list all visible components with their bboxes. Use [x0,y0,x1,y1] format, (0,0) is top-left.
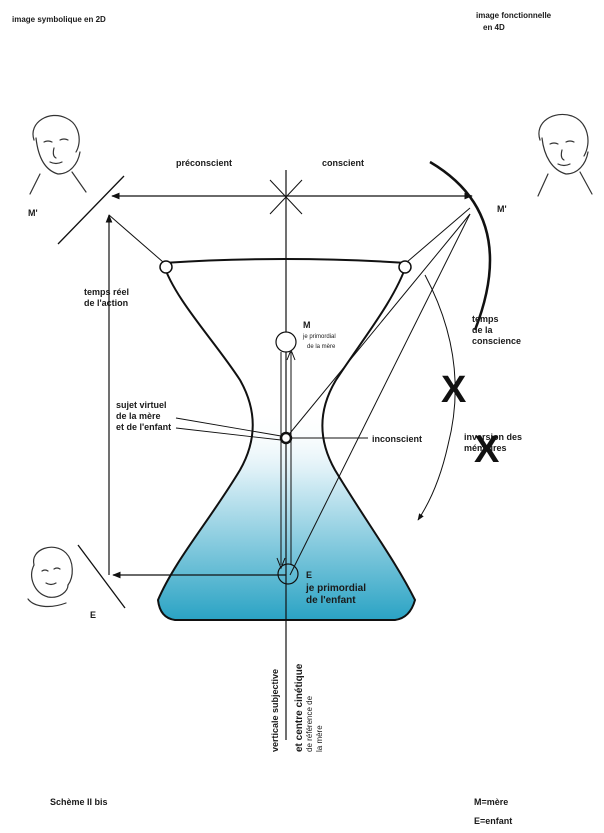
sujet-label-3: et de l'enfant [116,422,171,432]
inconscient-label: inconscient [372,434,422,444]
center-node [281,433,291,443]
ray-right-top-a [407,208,470,262]
vertical-label-3: de référence de [305,695,314,752]
e-letter: E [306,570,312,580]
vertical-label-1: verticale subjective [270,669,280,752]
preconscient-label: préconscient [176,158,232,168]
sujet-label-2: de la mère [116,411,161,421]
woman-face-icon [538,114,592,196]
top-right-label-1: image fonctionnelle [476,11,552,20]
baby-face-icon [28,547,72,606]
schema-title: Schème II bis [50,797,108,807]
top-left-label: image symbolique en 2D [12,15,106,24]
je-mere-label-2: de la mère [307,344,336,350]
hourglass-left-loop [160,261,172,273]
je-enfant-label-1: je primordial [305,583,366,594]
m-circle [276,332,296,352]
sujet-label-1: sujet virtuel [116,400,167,410]
x-mark-upper: X [441,369,467,411]
temps-reel-label-2: de l'action [84,298,128,308]
je-mere-label-1: je primordial [302,334,336,340]
mirror-left-bottom [78,545,125,608]
temps-conscience-label-3: conscience [472,336,521,346]
temps-conscience-label-1: temps [472,314,499,324]
legend-e: E=enfant [474,816,512,826]
e-left-label: E [90,610,96,620]
temps-conscience-label-2: de la [472,325,494,335]
vertical-label-4: la mère [315,725,324,752]
mirror-left-top [58,176,124,244]
legend-m: M=mère [474,797,508,807]
temps-reel-label-1: temps réel [84,287,129,297]
x-mark-lower: X [474,429,500,471]
m-letter: M [303,320,311,330]
hourglass-right-loop [399,261,411,273]
vertical-label-2: et centre cinétique [294,663,305,752]
je-enfant-label-2: de l'enfant [306,595,356,606]
m-prime-left-label: M' [28,208,38,218]
top-right-label-2: en 4D [483,23,505,32]
ray-left-top [109,215,163,262]
woman-face-icon [30,115,86,194]
conscient-label: conscient [322,158,364,168]
m-prime-right-label: M' [497,204,507,214]
